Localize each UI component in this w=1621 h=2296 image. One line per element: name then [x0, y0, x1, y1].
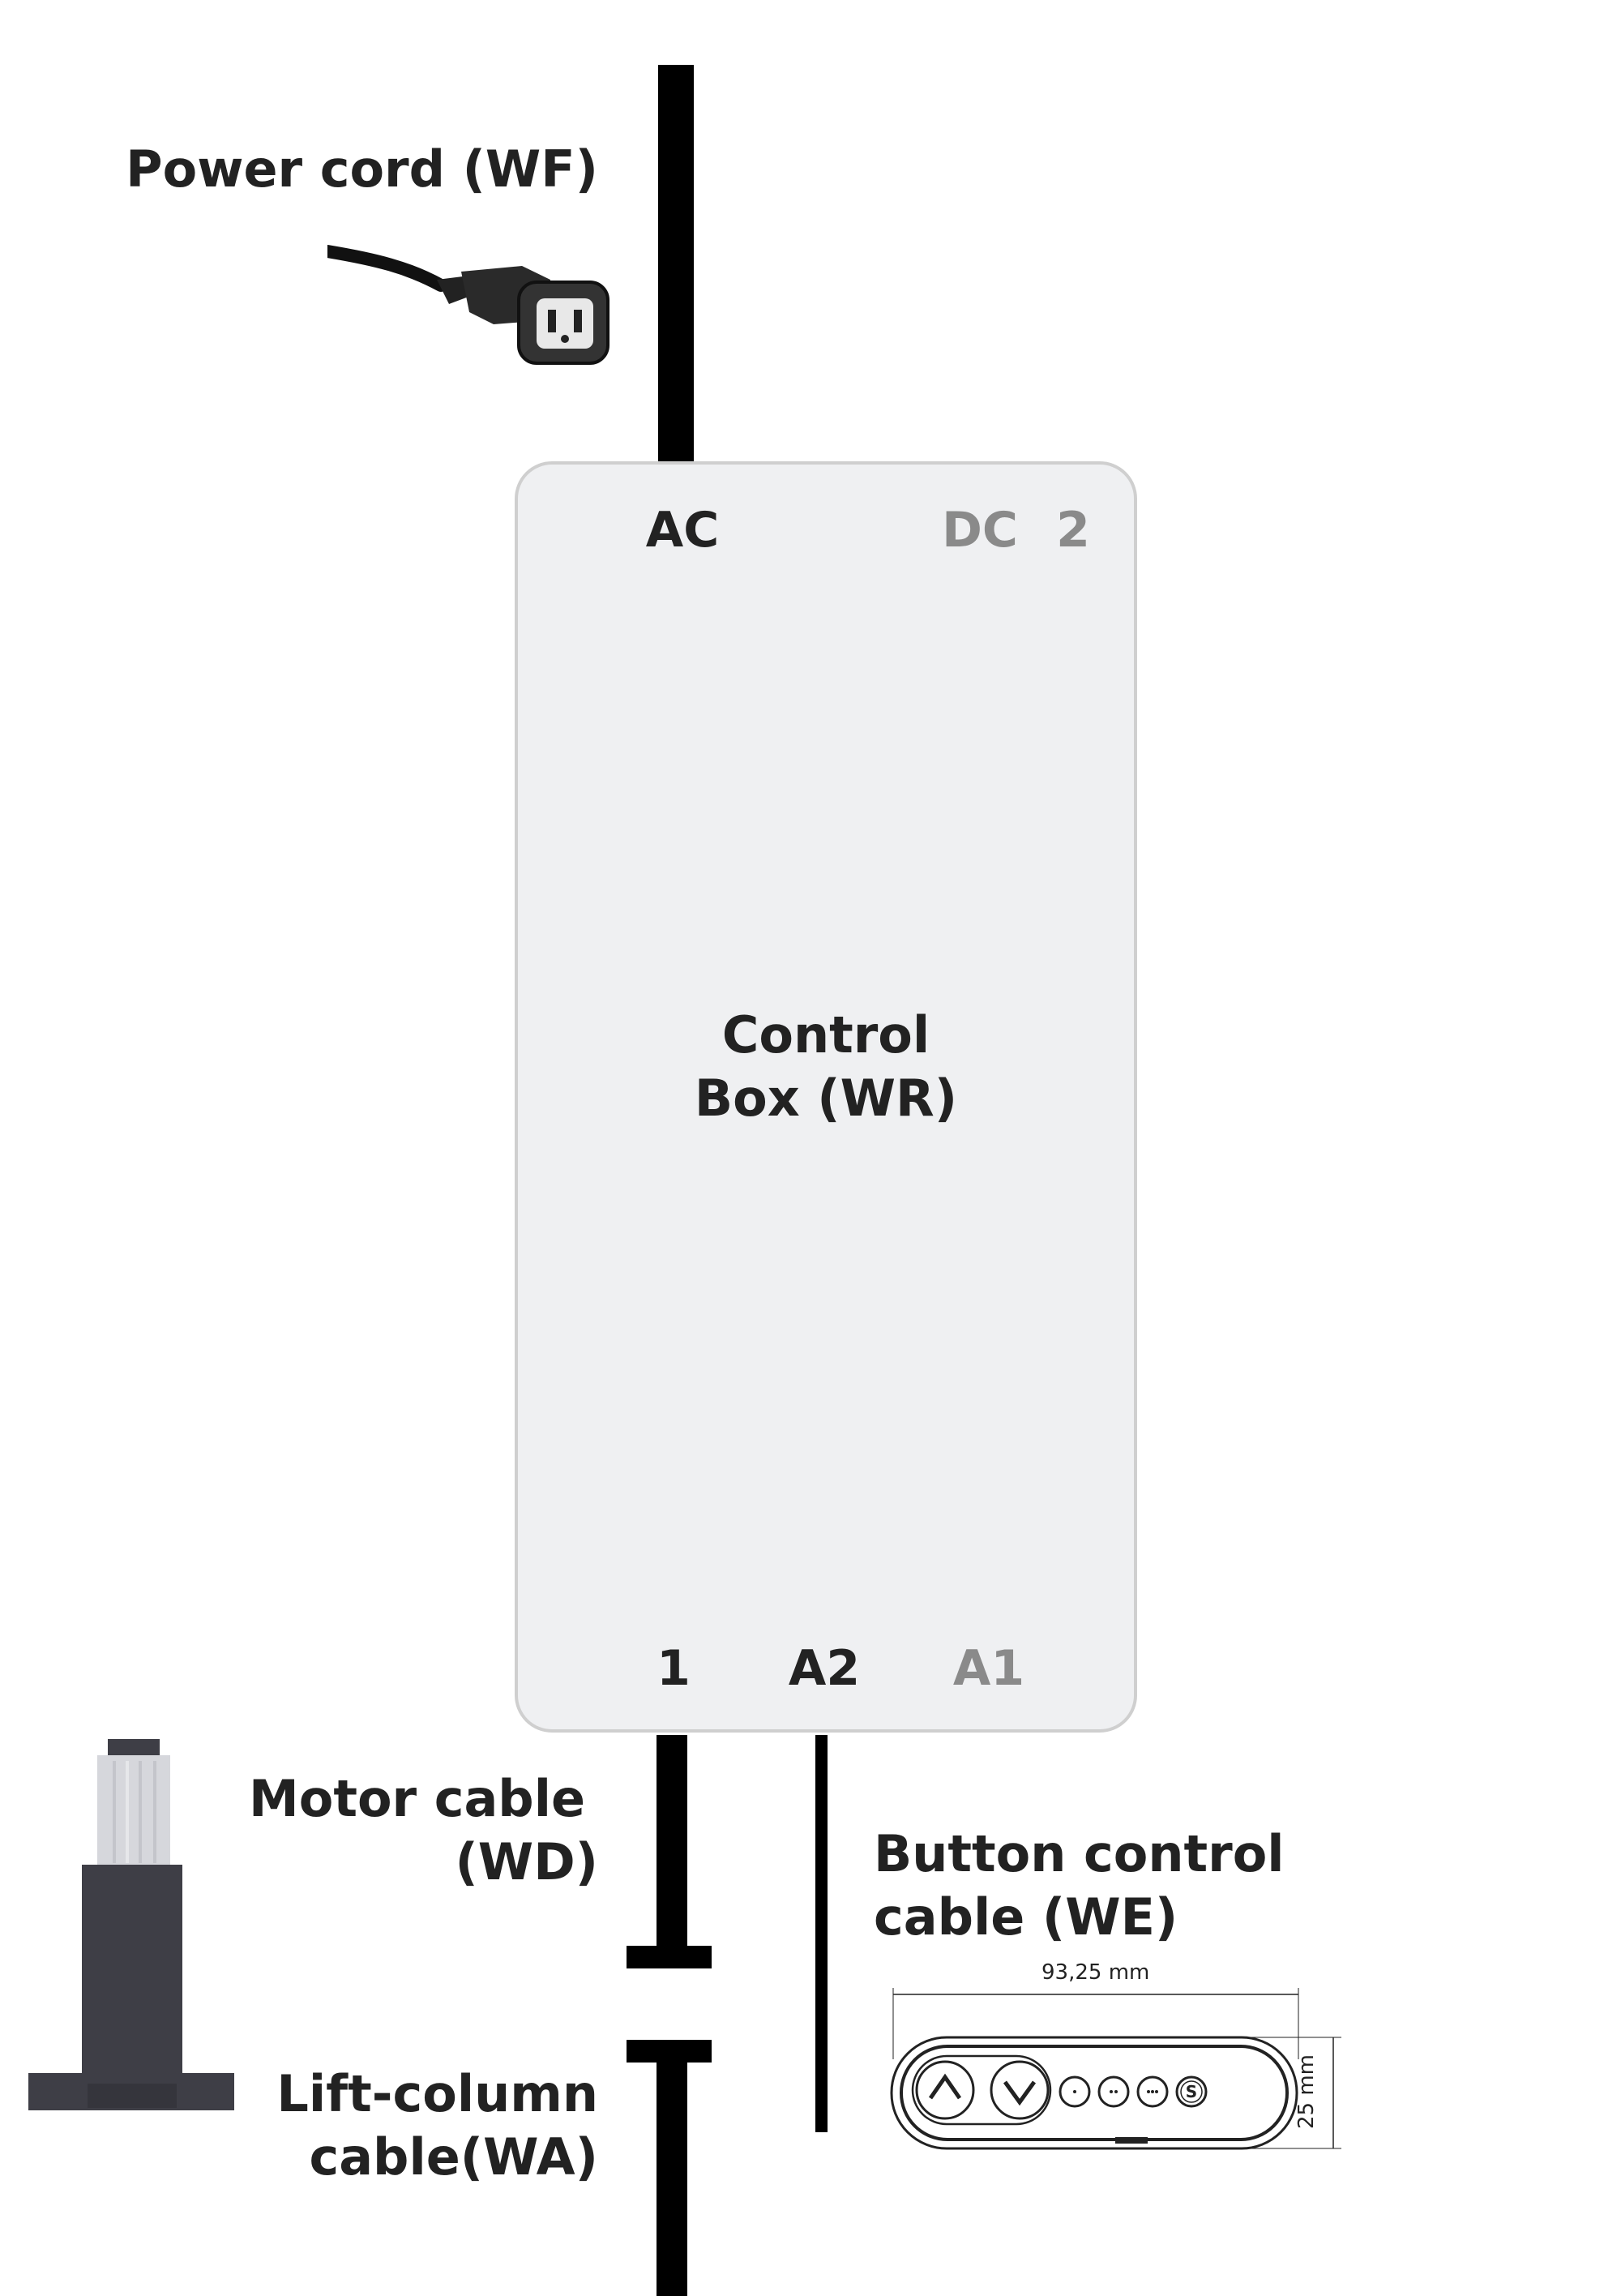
port-2: 2 — [1056, 502, 1090, 559]
motor-cable-label-line2: (WD) — [455, 1832, 598, 1891]
power-cable-line — [658, 65, 694, 462]
button-control-label-line1: Button control — [874, 1824, 1285, 1883]
motor-cable-t-end — [627, 1946, 712, 1968]
button-control-cable-line — [815, 1735, 828, 2132]
power-plug-icon — [327, 245, 609, 365]
port-1: 1 — [657, 1640, 691, 1697]
motor-cable-line — [657, 1735, 687, 1958]
port-ac: AC — [645, 502, 720, 559]
panel-width-dimension: 93,25 mm — [1041, 1960, 1150, 1985]
control-box: AC DC 2 Control Box (WR) 1 A2 A1 — [515, 461, 1137, 1733]
control-box-title-line1: Control — [721, 1005, 930, 1064]
button-control-label-line2: cable (WE) — [874, 1887, 1178, 1947]
button-panel-icon: S — [890, 1988, 1341, 2150]
motor-cable-label-line1: Motor cable — [249, 1769, 585, 1828]
svg-text:S: S — [1186, 2082, 1197, 2101]
lift-column-label-line2: cable(WA) — [309, 2127, 598, 2187]
port-a1: A1 — [952, 1640, 1025, 1697]
lift-column-icon — [28, 1739, 234, 2110]
control-box-title-line2: Box (WR) — [694, 1069, 958, 1128]
power-cord-label: Power cord (WF) — [126, 139, 598, 199]
port-dc: DC — [942, 502, 1018, 559]
lift-column-label-line1: Lift-column — [276, 2064, 598, 2123]
port-a2: A2 — [788, 1640, 861, 1697]
lift-column-cable-line — [657, 2051, 687, 2296]
